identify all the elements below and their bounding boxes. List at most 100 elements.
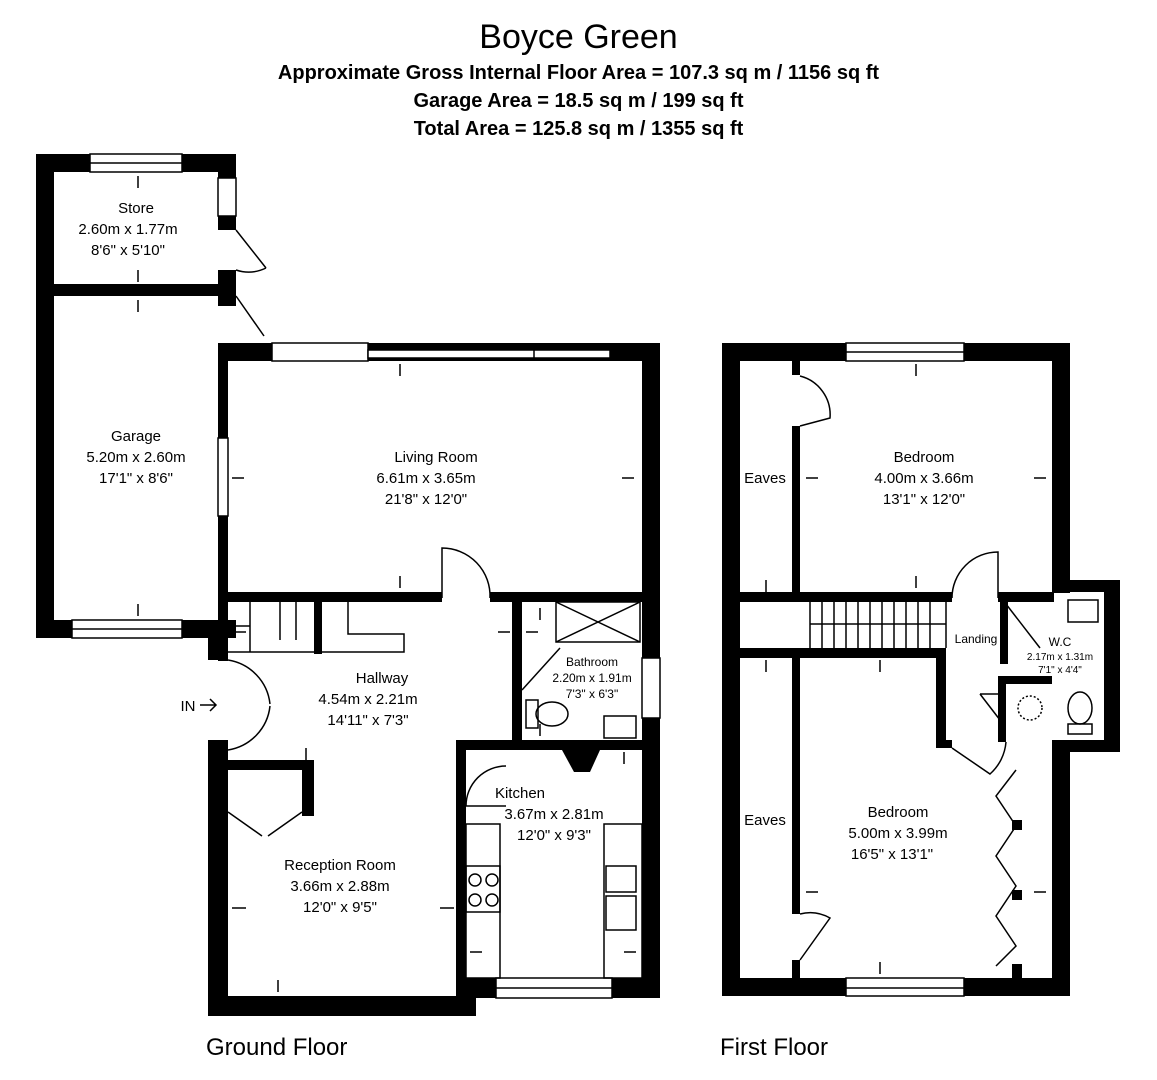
ff-west-wall xyxy=(722,343,740,996)
room-imperial: 12'0" x 9'5" xyxy=(303,899,377,916)
room-imperial: 8'6" x 5'10" xyxy=(91,242,165,259)
kitchen-west-wall xyxy=(456,740,466,1000)
store-door xyxy=(235,229,267,273)
wc-door xyxy=(1005,603,1041,649)
room-name: Store xyxy=(118,200,154,217)
room-name: Bathroom xyxy=(566,655,618,669)
eaves-lower-partition xyxy=(792,658,800,914)
landing-cupboard-door xyxy=(979,693,1001,721)
dimension-arrows xyxy=(137,176,1046,992)
hallway-stairs xyxy=(228,602,405,654)
toilet xyxy=(525,699,569,729)
living-window-3 xyxy=(533,349,611,359)
kitchen-counter-east xyxy=(603,823,643,979)
room-metric: 5.20m x 2.60m xyxy=(86,449,185,466)
eaves-lower-door xyxy=(799,911,832,961)
room-metric: 2.17m x 1.31m xyxy=(1027,652,1093,663)
plan-title: Boyce Green xyxy=(479,18,678,56)
room-metric: 4.54m x 2.21m xyxy=(318,691,417,708)
room-metric: 6.61m x 3.65m xyxy=(376,470,475,487)
first-floor-label: First Floor xyxy=(720,1034,828,1061)
kitchen-sink xyxy=(605,865,637,931)
wc-east-wall xyxy=(1104,580,1120,752)
kitchen-counter-west xyxy=(465,823,501,979)
room-reception-room: Reception Room 3.66m x 2.88m 12'0" x 9'5… xyxy=(284,857,396,916)
room-eaves-lower: Eaves xyxy=(744,812,786,829)
bedroom-2-window xyxy=(845,977,965,997)
room-metric: 2.60m x 1.77m xyxy=(78,221,177,238)
room-imperial: 16'5" x 13'1" xyxy=(851,846,933,863)
wc-toilet xyxy=(1067,691,1093,735)
reception-west-wall xyxy=(208,750,228,1016)
ground-floor-plan xyxy=(36,153,661,1016)
store-garage-partition xyxy=(36,284,236,296)
living-window-1 xyxy=(271,342,369,362)
kitchen-east-wall xyxy=(642,740,660,998)
room-name: Living Room xyxy=(394,449,477,466)
room-landing: Landing xyxy=(955,632,998,646)
room-metric: 4.00m x 3.66m xyxy=(874,470,973,487)
bedroom-1-south-wall xyxy=(740,592,952,602)
room-store: Store 2.60m x 1.77m 8'6" x 5'10" xyxy=(78,200,177,259)
kitchen-door xyxy=(465,765,507,807)
ff-east-wall-upper xyxy=(1052,343,1070,593)
room-imperial: 12'0" x 9'3" xyxy=(517,827,591,844)
garage-west-wall xyxy=(36,154,54,638)
eaves-upper-door xyxy=(799,375,831,427)
wc-basin xyxy=(1067,599,1099,623)
room-wc: W.C 2.17m x 1.31m 7'1" x 4'4" xyxy=(1027,635,1093,676)
room-living-room: Living Room 6.61m x 3.65m 21'8" x 12'0" xyxy=(376,449,477,508)
ground-floor-label: Ground Floor xyxy=(206,1034,348,1061)
bathroom-door xyxy=(521,647,561,691)
basin xyxy=(603,715,637,739)
room-metric: 3.66m x 2.88m xyxy=(290,878,389,895)
room-name: Garage xyxy=(111,428,161,445)
room-bathroom: Bathroom 2.20m x 1.91m 7'3" x 6'3" xyxy=(552,655,631,701)
shower-tray xyxy=(555,601,641,643)
living-window-2 xyxy=(367,349,537,359)
store-side-window xyxy=(217,177,237,217)
entrance-doors xyxy=(227,659,271,751)
bathroom-west-wall xyxy=(512,598,522,740)
room-imperial: 7'1" x 4'4" xyxy=(1038,665,1082,676)
first-floor-stairs xyxy=(809,602,947,648)
room-name: W.C xyxy=(1049,635,1072,649)
living-door xyxy=(441,547,491,599)
room-imperial: 21'8" x 12'0" xyxy=(385,491,467,508)
wardrobe-doors xyxy=(995,769,1022,978)
bedroom-2-door xyxy=(951,741,1007,775)
living-hall-wall xyxy=(228,592,442,602)
room-imperial: 14'11" x 7'3" xyxy=(327,712,408,729)
bathroom-south-wall xyxy=(456,740,660,750)
ff-east-wall-lower xyxy=(1052,740,1070,996)
room-bedroom-2: Bedroom 5.00m x 3.99m 16'5" x 13'1" xyxy=(848,804,947,863)
room-metric: 2.20m x 1.91m xyxy=(552,671,631,685)
room-name: Kitchen xyxy=(495,785,545,802)
bathroom-window xyxy=(641,657,661,719)
room-name: Bedroom xyxy=(894,449,955,466)
entrance-label: IN xyxy=(181,698,196,715)
gross-internal-area: Approximate Gross Internal Floor Area = … xyxy=(277,62,880,84)
room-garage: Garage 5.20m x 2.60m 17'1" x 8'6" xyxy=(86,428,185,487)
cupboard-doors xyxy=(227,811,303,837)
room-imperial: 13'1" x 12'0" xyxy=(883,491,965,508)
room-kitchen: Kitchen 3.67m x 2.81m 12'0" x 9'3" xyxy=(495,785,604,844)
total-area: Total Area = 125.8 sq m / 1355 sq ft xyxy=(413,118,744,140)
garage-living-window xyxy=(217,437,229,517)
garage-side-door xyxy=(235,295,265,337)
room-eaves-upper: Eaves xyxy=(744,470,786,487)
garage-area: Garage Area = 18.5 sq m / 199 sq ft xyxy=(413,90,744,112)
stairwell-south-wall xyxy=(740,648,946,658)
room-metric: 3.67m x 2.81m xyxy=(504,806,603,823)
room-imperial: 17'1" x 8'6" xyxy=(99,470,173,487)
first-floor-plan xyxy=(722,342,1120,997)
reception-south-wall xyxy=(208,996,476,1016)
bedroom-1-door xyxy=(951,551,999,599)
room-name: Bedroom xyxy=(868,804,929,821)
room-bedroom-1: Bedroom 4.00m x 3.66m 13'1" x 12'0" xyxy=(874,449,973,508)
room-hallway: Hallway 4.54m x 2.21m 14'11" x 7'3" xyxy=(318,670,417,729)
chimney-breast xyxy=(562,750,600,772)
room-imperial: 7'3" x 6'3" xyxy=(566,687,618,701)
entrance-arrow-icon xyxy=(200,698,218,712)
